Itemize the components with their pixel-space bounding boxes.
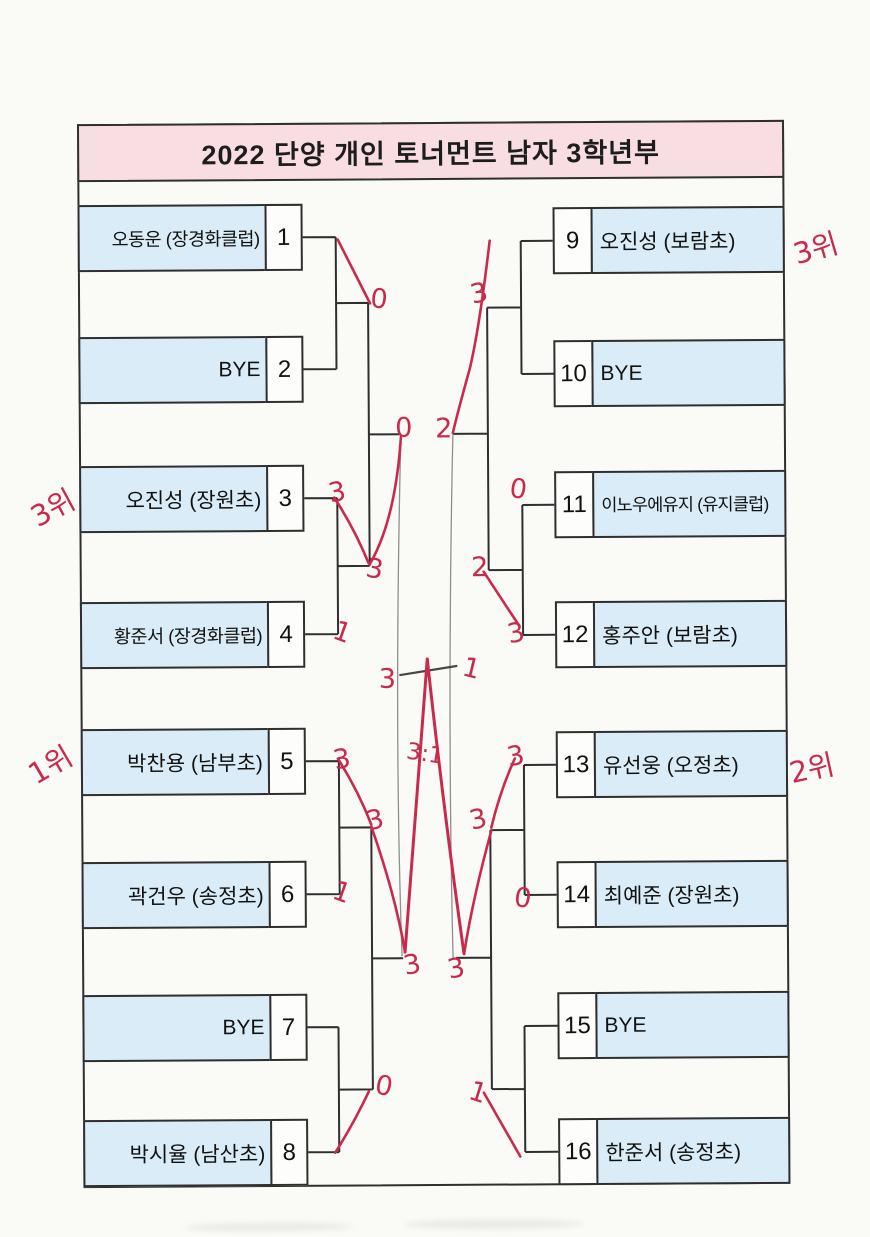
player-name-box-2: BYE: [78, 336, 268, 405]
seed-box-11: 11: [554, 471, 595, 539]
player-name: 최예준 (장원초): [603, 883, 740, 908]
player-name-box-11: 이노우에유지 (유지클럽): [592, 469, 787, 539]
player-name-box-14: 최예준 (장원초): [594, 859, 789, 929]
page-title: 2022 단양 개인 토너먼트 남자 3학년부: [201, 137, 661, 170]
player-name-box-4: 황준서 (장경화클럽): [79, 601, 270, 670]
seed-box-8: 8: [270, 1118, 309, 1187]
player-name: BYE: [218, 357, 261, 381]
player-name: BYE: [222, 1015, 265, 1039]
seed-number: 7: [281, 1013, 296, 1041]
seed-box-4: 4: [266, 600, 306, 669]
title-bar: 2022 단양 개인 토너먼트 남자 3학년부: [76, 119, 785, 183]
player-name: 오진성 (보람초): [599, 229, 736, 254]
player-name-box-15: BYE: [595, 990, 790, 1060]
player-name-box-6: 곽건우 (송정초): [81, 861, 271, 930]
seed-number: 9: [565, 226, 580, 254]
rank-label-left-top: 3위: [24, 482, 81, 534]
seed-number: 3: [278, 484, 293, 512]
rank-label-right-top: 3위: [789, 225, 843, 272]
seed-number: 14: [563, 880, 591, 908]
player-name: 오동운 (장경화클럽): [111, 227, 260, 250]
seed-box-5: 5: [267, 727, 307, 796]
seed-box-7: 7: [269, 993, 308, 1062]
player-name: 홍주안 (보람초): [602, 623, 738, 648]
seed-number: 13: [562, 750, 590, 778]
player-name: 황준서 (장경화클럽): [113, 624, 263, 647]
player-name-box-5: 박찬용 (남부초): [80, 728, 271, 797]
seed-box-2: 2: [265, 335, 304, 404]
seed-box-6: 6: [268, 860, 307, 929]
seed-number: 8: [282, 1138, 297, 1166]
seed-box-15: 15: [557, 992, 598, 1060]
seed-number: 4: [279, 620, 293, 648]
player-name-box-1: 오동운 (장경화클럽): [77, 204, 267, 273]
player-name: 유선웅 (오정초): [602, 753, 739, 778]
player-name-box-16: 한준서 (송정초): [596, 1116, 791, 1186]
seed-number: 10: [560, 359, 587, 387]
seed-box-14: 14: [556, 861, 597, 929]
player-name: 오진성 (장원초): [125, 488, 262, 513]
seed-box-3: 3: [266, 464, 305, 533]
player-name: 한준서 (송정초): [605, 1140, 742, 1165]
seed-box-1: 1: [264, 203, 303, 272]
scan-smudge: [183, 1222, 354, 1232]
player-name: 이노우에유지 (유지클럽): [601, 493, 769, 515]
seed-number: 15: [564, 1011, 591, 1039]
player-name-box-3: 오진성 (장원초): [79, 465, 269, 534]
player-name: BYE: [604, 1013, 647, 1037]
scan-smudge: [403, 1219, 584, 1230]
seed-box-13: 13: [555, 731, 597, 799]
seed-number: 11: [561, 490, 587, 518]
seed-number: 6: [280, 880, 295, 908]
seed-number: 1: [276, 223, 291, 251]
player-name: BYE: [600, 361, 643, 385]
rank-label-left-bottom: 1위: [22, 739, 79, 792]
player-name: 박찬용 (남부초): [127, 751, 263, 776]
player-name-box-12: 홍주안 (보람초): [592, 599, 788, 669]
player-name: 박시율 (남산초): [129, 1142, 266, 1167]
seed-box-12: 12: [554, 601, 596, 669]
player-name-box-8: 박시율 (남산초): [83, 1119, 273, 1188]
seed-box-16: 16: [558, 1118, 599, 1186]
seed-box-10: 10: [553, 340, 594, 408]
seed-number: 2: [277, 355, 292, 383]
player-name-box-7: BYE: [82, 994, 272, 1063]
seed-number: 5: [280, 747, 294, 775]
seed-number: 16: [564, 1137, 592, 1165]
seed-number: 12: [561, 620, 589, 648]
player-name-box-9: 오진성 (보람초): [590, 205, 785, 275]
player-name-box-13: 유선웅 (오정초): [593, 729, 789, 799]
player-name: 곽건우 (송정초): [127, 884, 264, 909]
seed-box-9: 9: [552, 207, 593, 275]
rank-label-right-bottom: 2위: [786, 747, 838, 791]
player-name-box-10: BYE: [591, 338, 786, 408]
